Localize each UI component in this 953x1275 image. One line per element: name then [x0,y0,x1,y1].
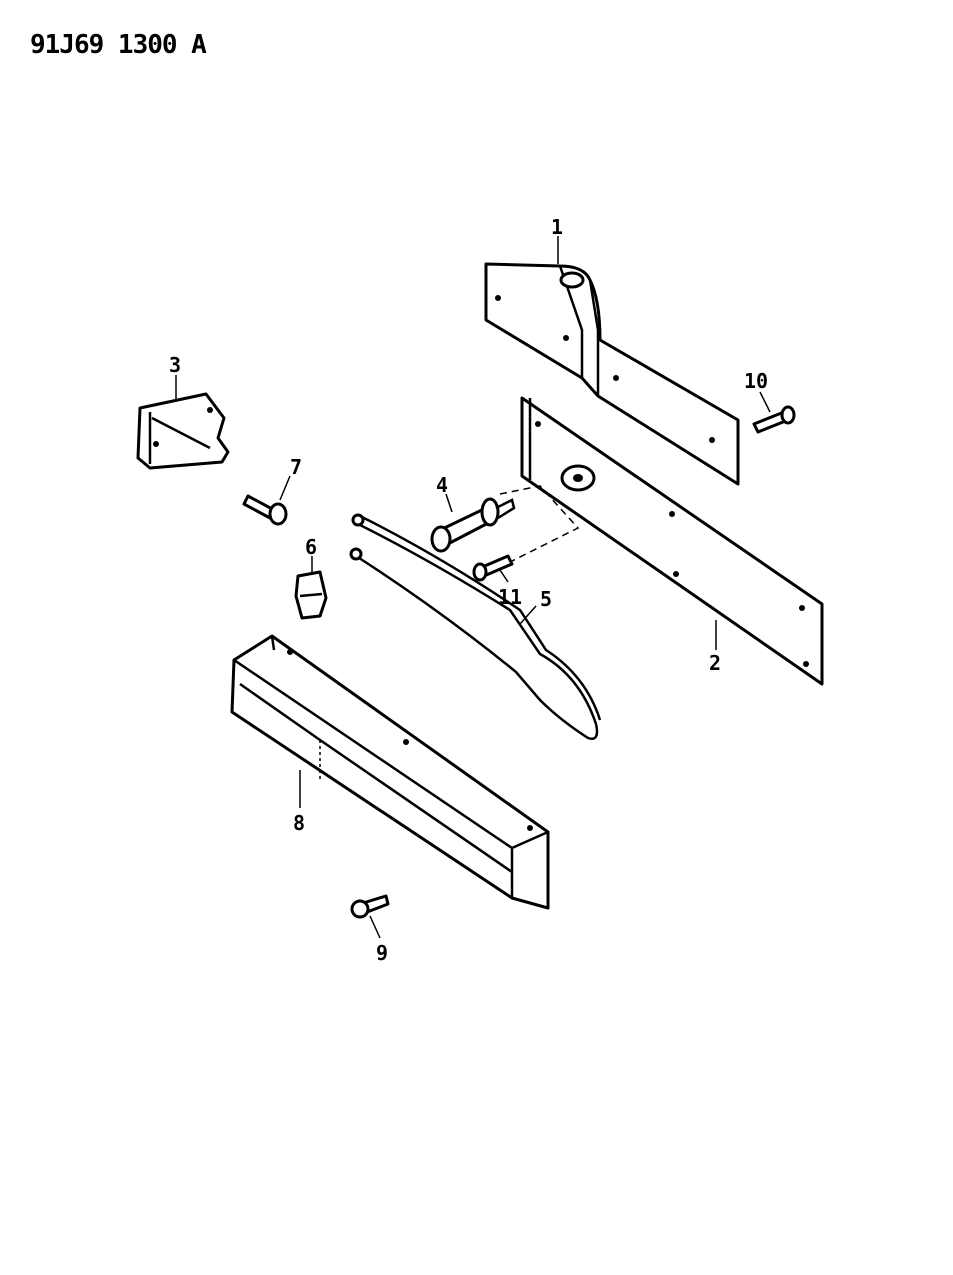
part-6-clip [294,570,328,620]
callout-6: 6 [305,535,317,559]
leader-7 [279,475,291,501]
part-8-valance [230,634,550,910]
leader-10 [759,391,771,413]
callout-8: 8 [293,811,305,835]
leader-4 [445,493,453,513]
callout-3: 3 [169,353,181,377]
leader-11 [499,569,509,583]
callout-10: 10 [744,369,768,393]
callout-9: 9 [376,941,388,965]
leader-5 [519,605,537,625]
part-1-upper-bracket [484,262,740,486]
leader-9 [369,915,381,939]
part-9-screw [350,894,390,919]
part-11-screw [472,554,514,582]
callout-4: 4 [436,473,448,497]
part-4-bolt [430,497,516,553]
diagram-code: 91J69 1300 A [30,30,207,60]
callout-2: 2 [709,651,721,675]
part-3-corner-bracket [136,392,230,470]
part-2-lower-plate [520,396,824,686]
part-7-screw [242,494,288,526]
part-5-seal [349,513,602,740]
callout-5: 5 [540,587,552,611]
callout-1: 1 [551,215,563,239]
callout-7: 7 [290,455,302,479]
part-10-bolt [752,405,796,434]
